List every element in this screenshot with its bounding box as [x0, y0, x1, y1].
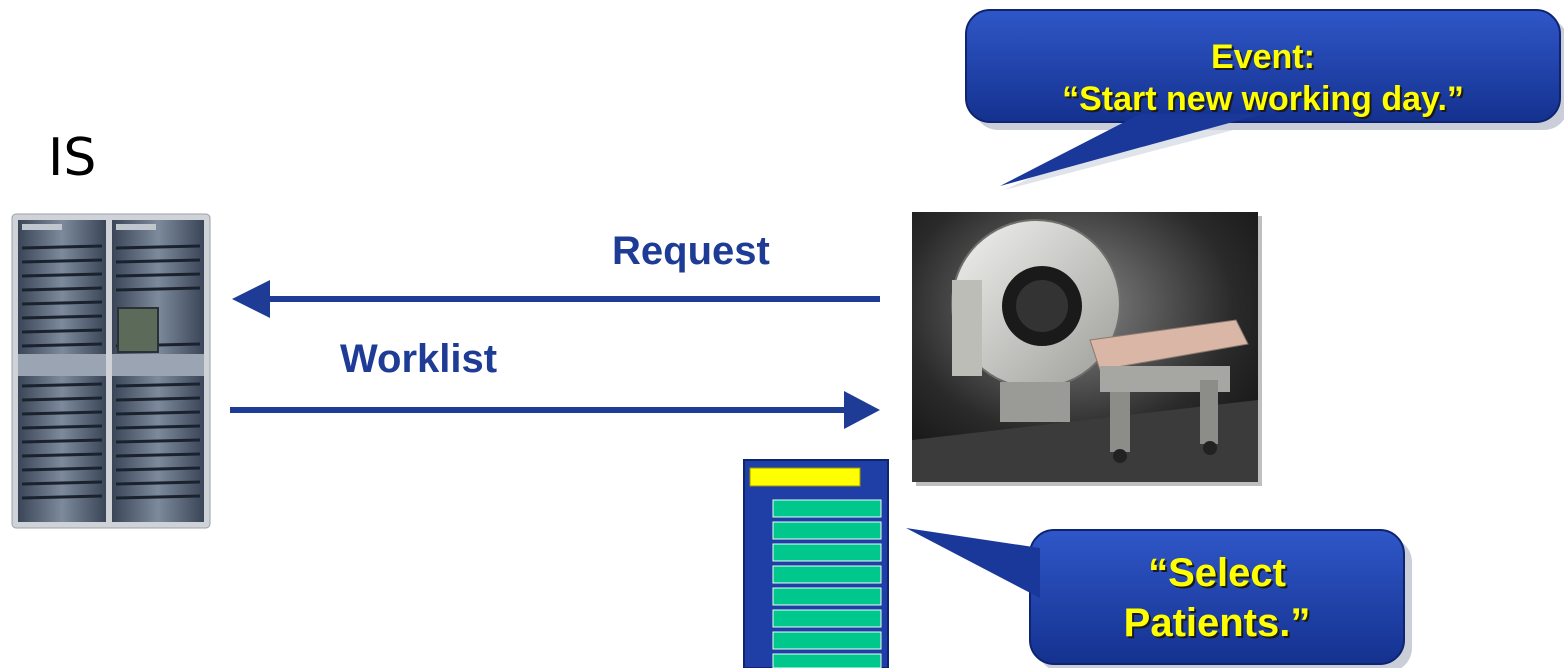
server-rack-icon	[11, 213, 211, 529]
event-line-2: “Start new working day.”	[1062, 80, 1464, 118]
request-label: Request	[612, 229, 770, 273]
event-callout-bubble	[965, 9, 1564, 190]
worklist-arrow	[230, 391, 880, 429]
is-system-label: IS	[48, 128, 97, 188]
worklist-label: Worklist	[340, 337, 498, 381]
event-line-1: Event:	[1211, 38, 1315, 76]
worklist-icon	[743, 459, 889, 668]
request-arrow	[232, 280, 880, 318]
select-callout-bubble	[906, 528, 1412, 668]
select-bubble-text: “Select Patients.”	[1030, 548, 1404, 648]
select-line-2: Patients.”	[1123, 601, 1311, 645]
ct-scanner-image	[912, 212, 1262, 486]
select-line-1: “Select	[1148, 551, 1286, 595]
event-bubble-text: Event: “Start new working day.”	[968, 36, 1558, 120]
